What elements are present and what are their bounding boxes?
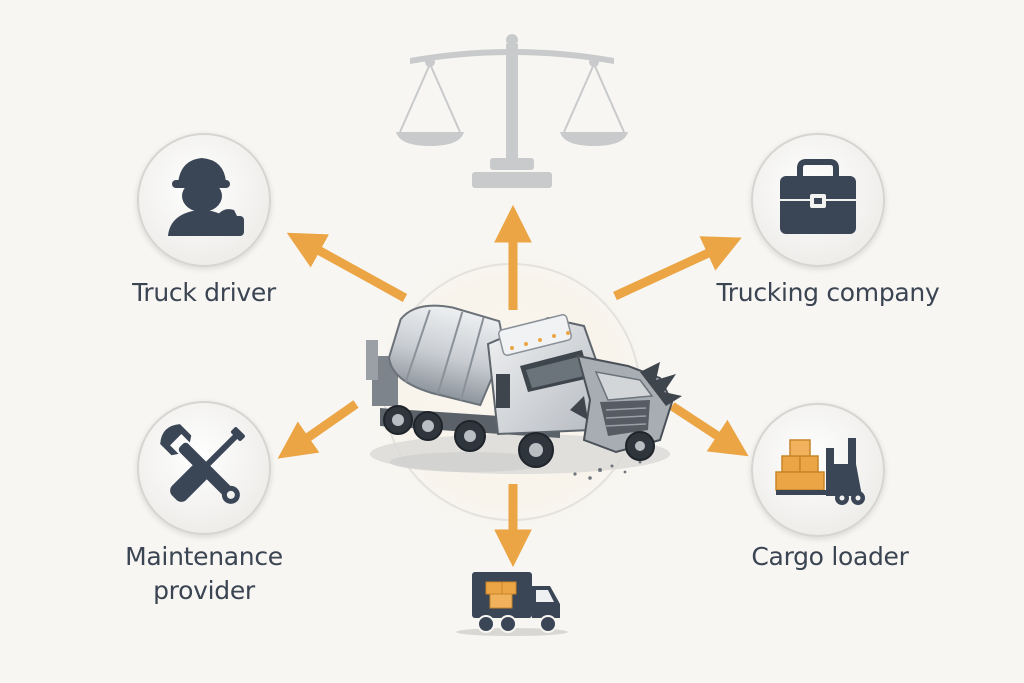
trucking-company-node [751,133,885,267]
truck-driver-label: Truck driver [132,278,276,307]
cargo-loader-node [751,403,885,537]
arrows [277,204,749,568]
wrench-screwdriver-icon [160,424,245,504]
arrow-to-maintenance [277,400,359,459]
maintenance-provider-label-line1: Maintenance [125,542,283,571]
driver-icon [168,158,244,236]
truck-driver-node [137,133,271,267]
cargo-loader-label: Cargo loader [751,542,909,571]
arrow-to-truck-driver [286,232,408,302]
arrow-to-trucking-company [613,236,742,301]
briefcase-icon [780,159,856,234]
maintenance-provider-node [137,401,271,535]
scales-of-justice-icon [396,34,628,188]
trucking-company-label: Trucking company [716,278,940,307]
maintenance-provider-label: Maintenance provider [104,540,304,608]
arrow-to-cargo-loader [669,402,749,457]
crashed-mixer-truck-illustration [366,304,682,480]
cargo-truck-icon [456,572,568,636]
forklift-cargo-icon [775,438,865,505]
maintenance-provider-label-line2: provider [153,576,255,605]
